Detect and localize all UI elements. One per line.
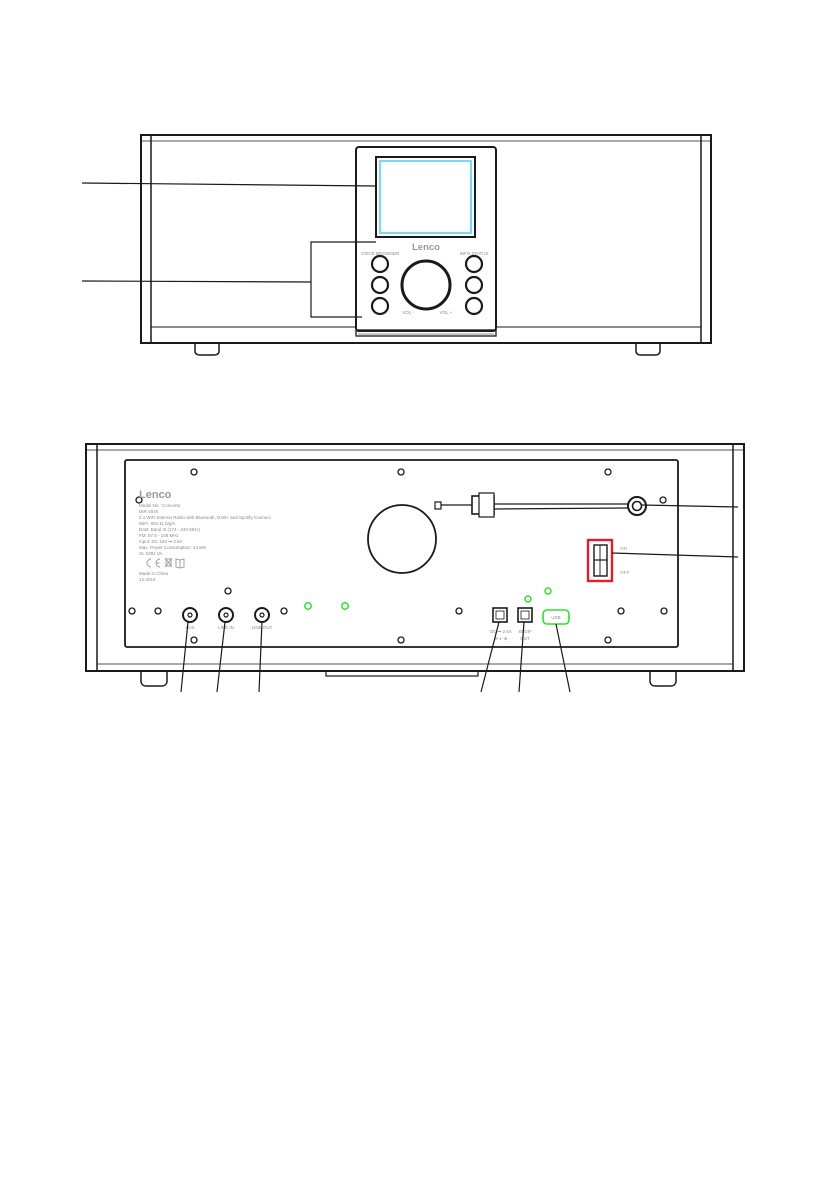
callout-line-usb [555,623,571,693]
rear-bottom-bar [325,670,479,677]
rating-line: 2.1 WiFi Internet Radio with Bluetooth, … [139,515,271,520]
rating-line: Input: DC 15V ⎓ 2.6A [139,539,183,544]
callout-line-switch [611,552,739,558]
rating-line: FM: 87.5 - 108 MHz [139,533,180,538]
front-buttons-left [370,254,390,316]
line-in-jack[interactable] [218,607,234,623]
front-label-left: VOICE BROWSER [361,251,400,256]
front-cabinet [140,134,712,344]
rating-line: SL 0381 VA [139,551,163,556]
knob-label-vol-minus: VOL - [402,310,414,315]
spdif-label-2: OUT [520,636,530,641]
callout-line-dc [480,621,500,693]
usb-port[interactable]: USB [542,609,570,625]
rating-line: 12-2019 [139,577,156,582]
rear-view-diagram: Lenco Model No.: Concerto DIR-2040 2.1 W… [85,443,745,693]
telescopic-antenna[interactable] [434,492,647,518]
rating-line: DIR-2040 [139,509,159,514]
switch-label-off: OFF [620,570,630,576]
dc-power-socket[interactable] [492,607,508,623]
power-switch[interactable] [586,538,614,583]
line-in-label: LINE IN [218,625,234,630]
front-button-left-3[interactable] [370,296,390,316]
callout-line-aux [180,621,189,693]
front-button-right-2[interactable] [464,275,484,295]
callout-line-screen [81,182,377,187]
display-screen-glow [378,159,473,235]
audio-jacks [182,607,270,623]
bass-reflex-port [367,504,437,574]
rear-callouts [180,504,739,693]
rating-line: Made in China [139,571,169,576]
callout-bracket-controls [310,241,376,318]
switch-label-on: ON [620,546,628,552]
callout-line-line-in [216,621,226,693]
manual-book-icon [175,558,185,569]
spdif-label: SPDIF [518,629,532,634]
front-button-left-2[interactable] [370,275,390,295]
dc-label: DC ⎓ 2.6A [490,629,512,634]
knob-label-vol-plus: VOL + [440,310,453,315]
line-out-jack[interactable] [254,607,270,623]
rating-line: Model No.: Concerto [139,503,181,508]
callout-line-spdif [518,621,525,693]
front-button-right-3[interactable] [464,296,484,316]
dc-polarity-label: ⊖-◐-⊕ [494,636,507,641]
display-screen [375,156,476,238]
rear-plate [124,459,679,648]
rear-screws [128,468,668,644]
aux-jack[interactable] [182,607,198,623]
rating-line: WiFi: 802.11 b/g/n [139,521,176,526]
rating-line: Max. Power Consumption: 44.8W [139,545,207,550]
volume-knob[interactable] [400,259,452,311]
rear-feet [140,671,677,687]
aux-label: AUX [185,625,194,630]
front-callouts [81,182,377,318]
spdif-optical-out[interactable] [517,607,533,623]
front-buttons-right [464,254,484,316]
usb-label: USB [551,615,560,620]
front-button-right-1[interactable] [464,254,484,274]
rear-green-markers [304,587,552,610]
rear-brand-logo: Lenco [139,489,172,501]
rating-line: DAB: Band III (174 - 240 MHz) [139,527,201,532]
callout-line-controls [81,280,312,283]
rating-label: Lenco Model No.: Concerto DIR-2040 2.1 W… [139,489,271,582]
front-button-left-1[interactable] [370,254,390,274]
callout-line-line-out [258,621,263,693]
certification-icons [146,557,185,569]
front-feet [194,343,661,356]
weee-bin-icon [165,558,172,567]
control-panel [355,146,497,332]
front-label-right: INFO STATUS [459,251,488,256]
callout-line-antenna [641,504,739,508]
front-view-diagram: Lenco VOICE BROWSER INFO STATUS VOL - VO… [81,134,712,356]
front-brand-logo: Lenco [412,242,440,253]
